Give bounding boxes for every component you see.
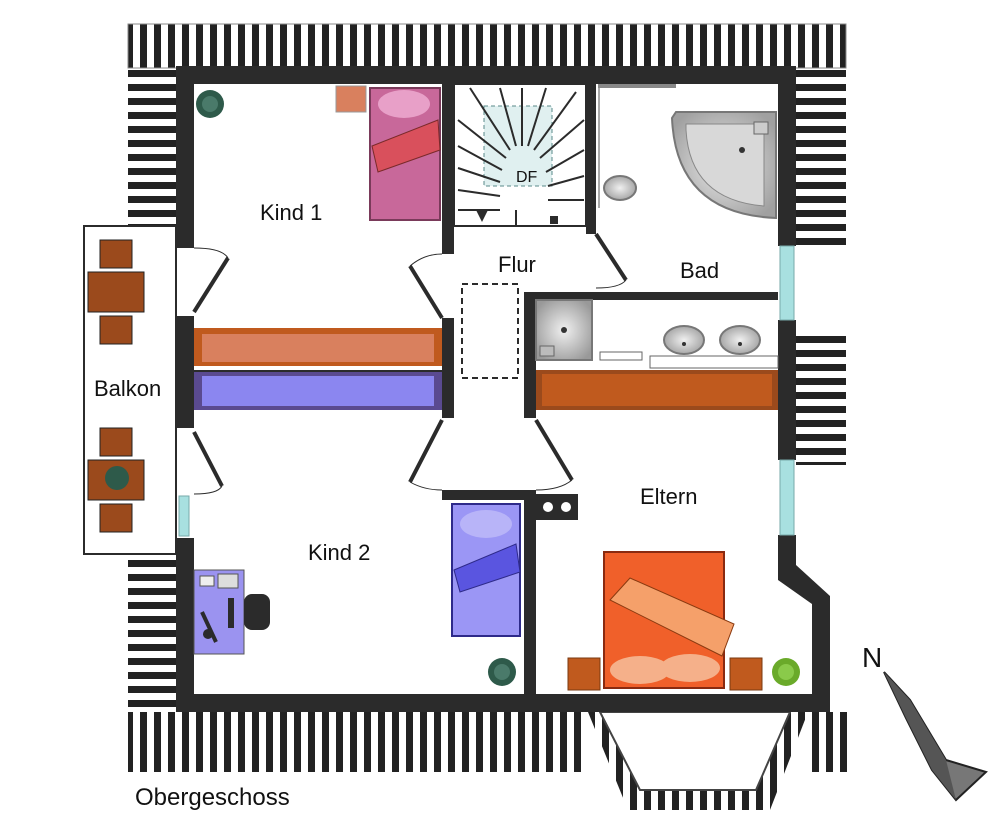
bathroom-fixtures [535,84,779,369]
room-label-kind1: Kind 1 [260,200,322,225]
sink-icon [663,325,705,355]
roof-overhang [127,23,848,810]
plant-icon [105,466,129,490]
bed-kind1 [335,85,441,221]
desk-chair-icon [244,594,270,630]
plants [196,90,800,686]
bed-eltern [567,551,763,691]
north-label: N [862,642,882,673]
sink-icon [719,325,761,355]
room-label-balkon: Balkon [94,376,161,401]
room-label-eltern: Eltern [640,484,697,509]
windows [178,245,795,537]
desk-kind2 [193,569,270,655]
outer-walls [176,66,830,712]
compass: N [862,642,988,802]
room-label-bad: Bad [680,258,719,283]
floor-title: Obergeschoss [135,784,290,811]
balcony-table-bottom [87,427,145,533]
room-labels: Kind 1 Flur Bad Balkon Eltern Kind 2 [94,200,719,565]
stove-icon [536,494,578,520]
toilet-icon [603,175,637,201]
balcony-furniture [87,239,145,533]
balcony-table-top [87,239,145,345]
stair-label: DF [516,169,538,186]
staircase: DF [453,83,587,227]
room-label-flur: Flur [498,252,536,277]
room-label-kind2: Kind 2 [308,540,370,565]
bed-kind2 [451,503,521,637]
wardrobes [194,328,778,410]
doors [192,232,628,495]
attic-hatch [461,283,519,379]
